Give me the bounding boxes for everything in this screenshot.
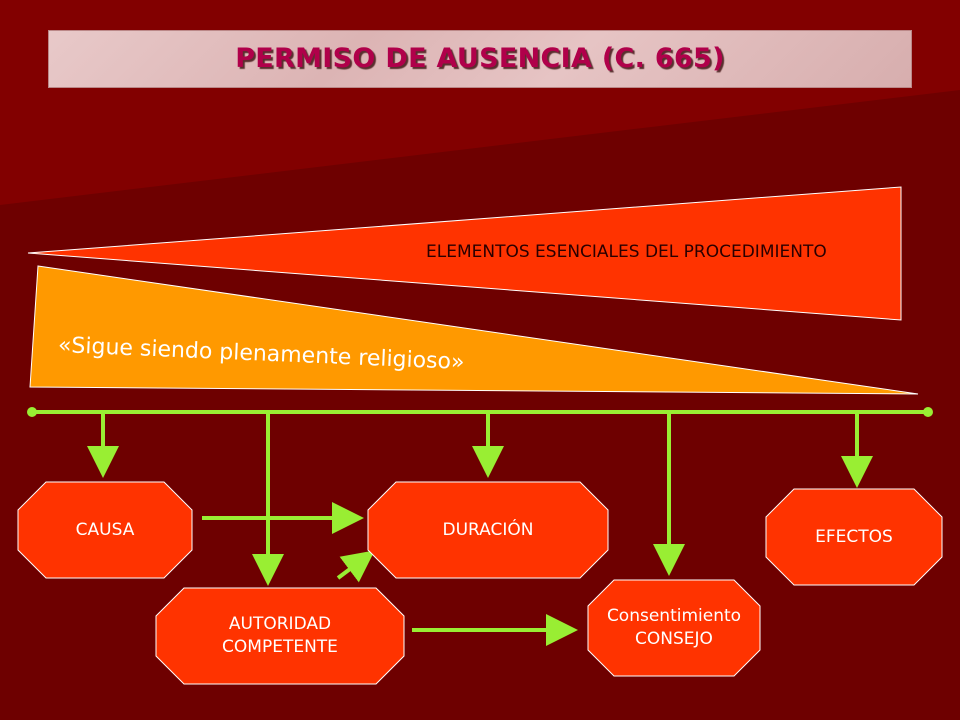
node-consentimiento-line1: Consentimiento	[606, 606, 742, 626]
node-duracion-label: DURACIÓN	[442, 519, 534, 540]
wedge-top-label: ELEMENTOS ESENCIALES DEL PROCEDIMIENTO	[426, 242, 827, 262]
node-autoridad-line2: COMPETENTE	[222, 637, 338, 657]
node-duracion	[367, 481, 609, 579]
wedge-bottom	[29, 265, 919, 395]
slide-title: PERMISO DE AUSENCIA (C. 665)	[235, 43, 725, 74]
arrow-autoridad-duracion	[336, 550, 375, 583]
node-autoridad-line1: AUTORIDAD	[228, 614, 332, 634]
node-causa	[17, 481, 193, 579]
timeline-start-dot	[27, 407, 37, 417]
title-box: PERMISO DE AUSENCIA (C. 665)	[48, 30, 912, 88]
node-autoridad	[155, 587, 405, 685]
timeline-end-dot	[923, 407, 933, 417]
node-efectos	[765, 488, 943, 586]
node-causa-label: CAUSA	[75, 519, 135, 540]
wedge-top	[27, 186, 902, 321]
node-autoridad-text: AUTORIDAD COMPETENTE	[156, 588, 404, 684]
node-consentimiento-text: Consentimiento CONSEJO	[588, 580, 760, 676]
node-efectos-label: EFECTOS	[815, 526, 893, 547]
node-consentimiento	[587, 579, 761, 677]
node-consentimiento-line2: CONSEJO	[635, 629, 713, 649]
